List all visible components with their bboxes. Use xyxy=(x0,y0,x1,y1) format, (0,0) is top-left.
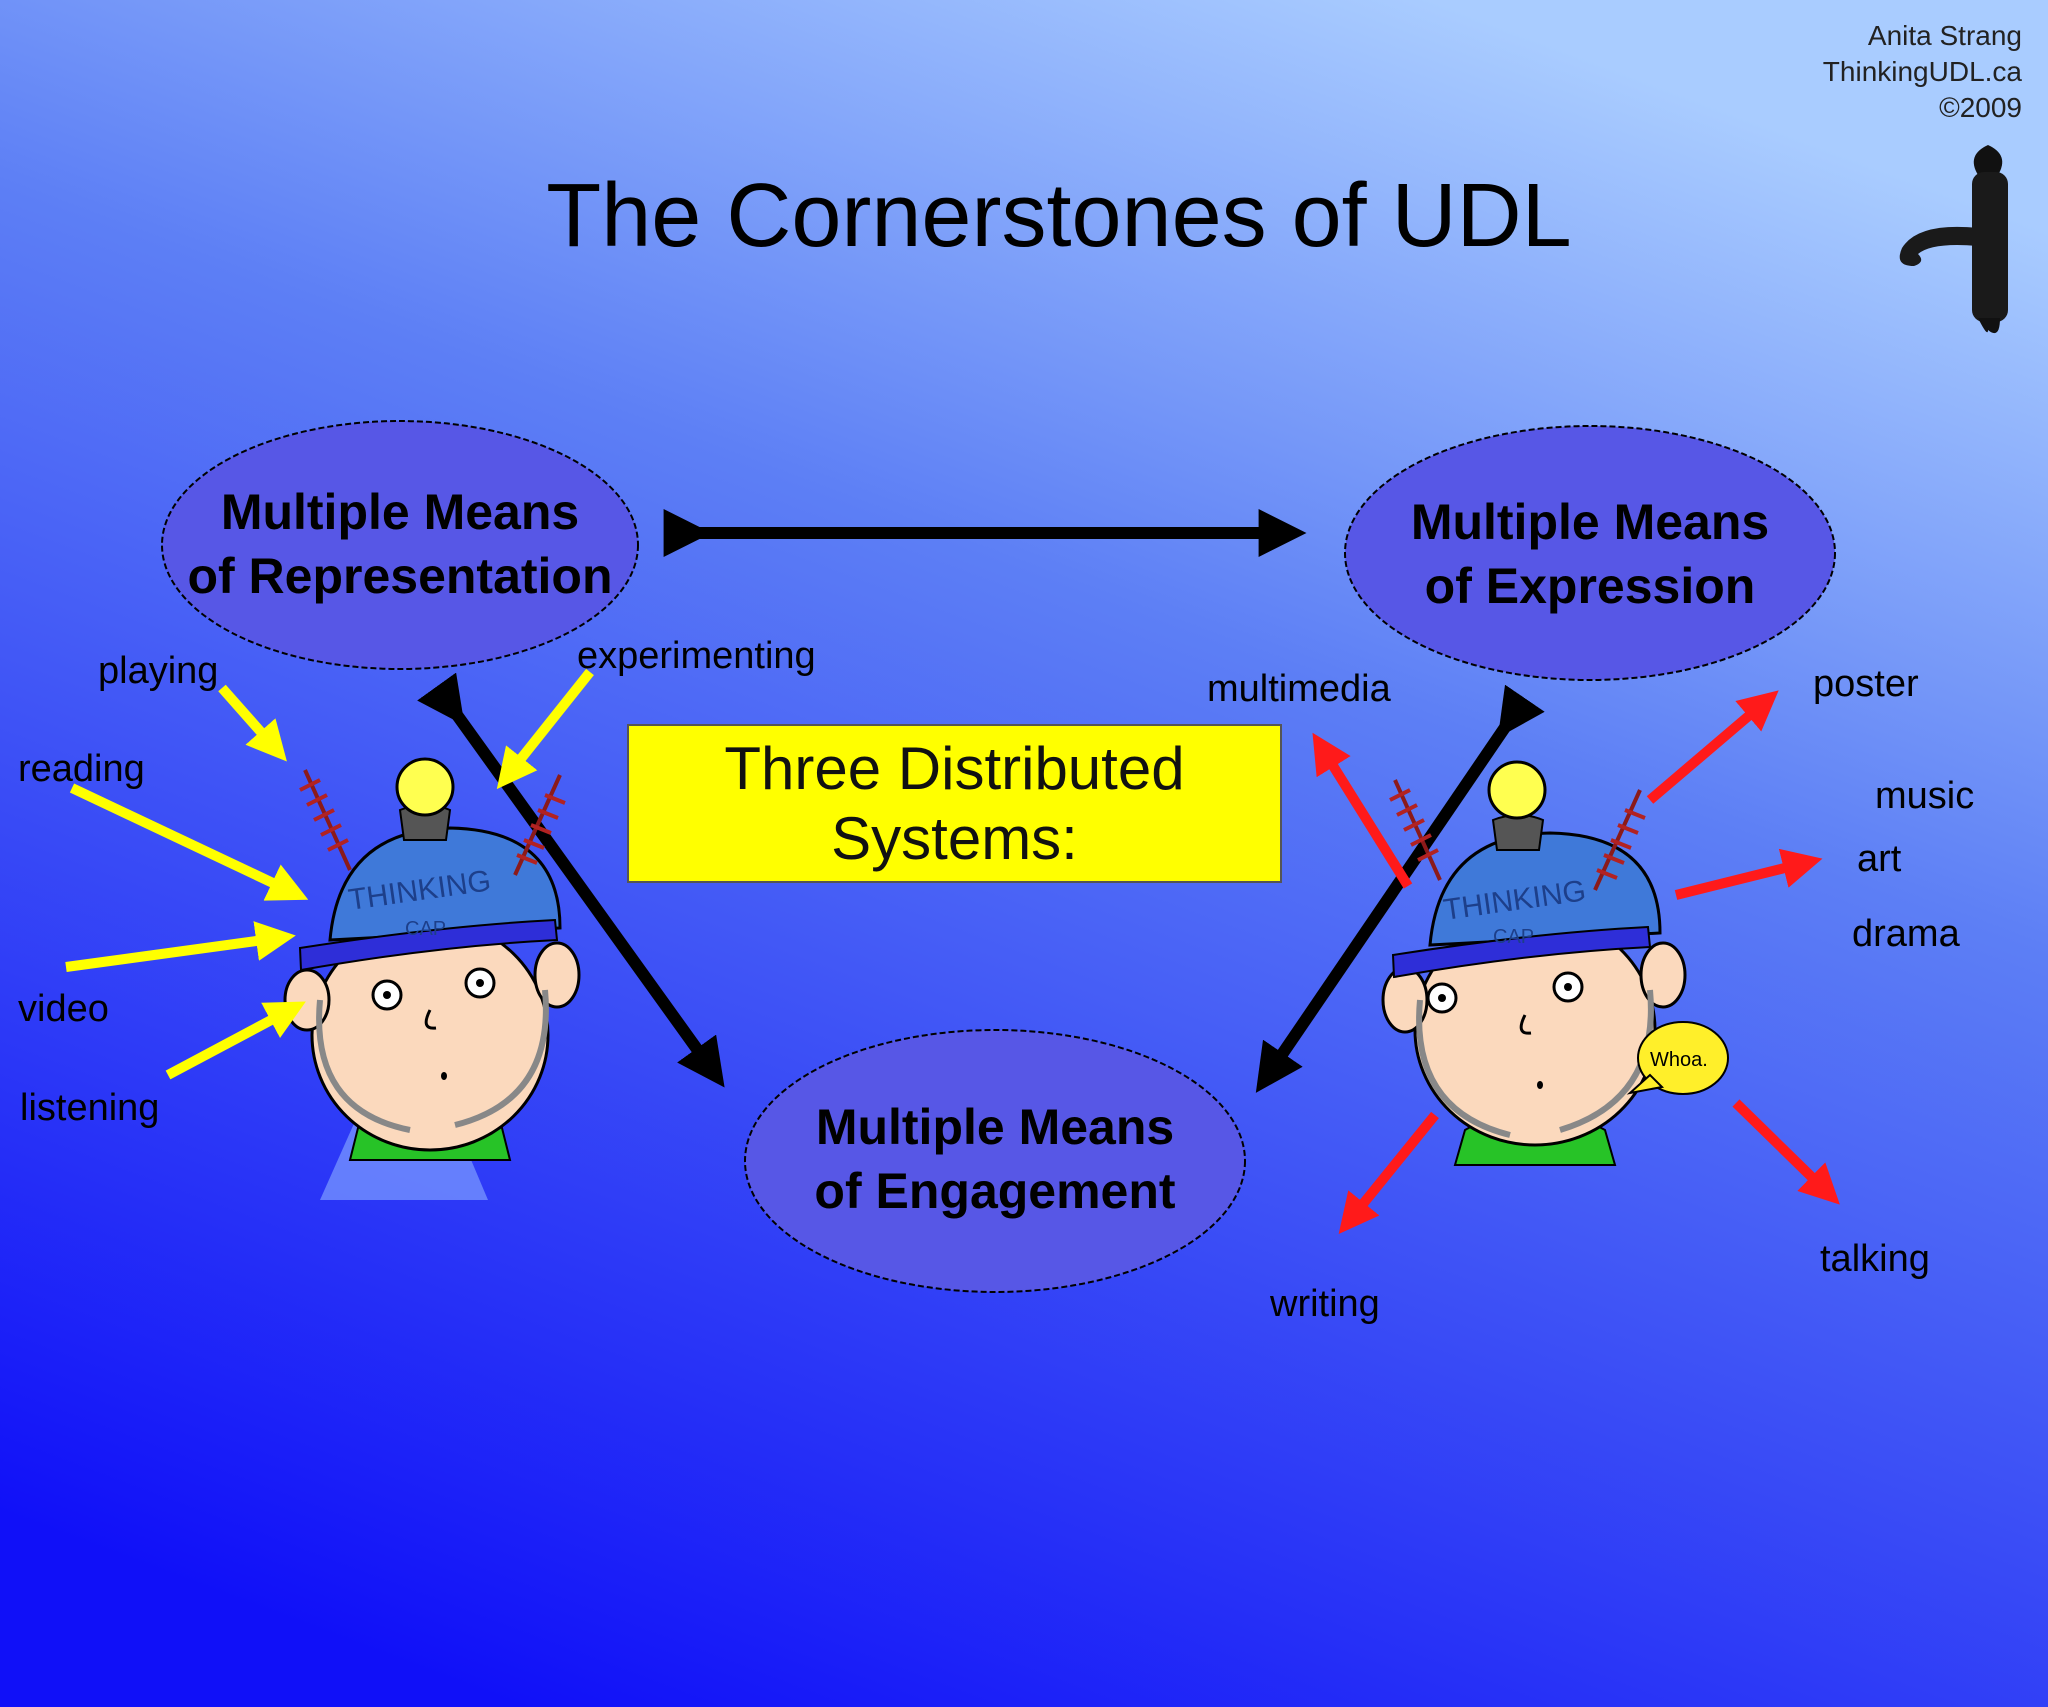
word-poster: poster xyxy=(1813,663,1919,705)
copyright-year: ©2009 xyxy=(1939,92,2022,123)
oval-expression-line2: of Expression xyxy=(1424,558,1756,614)
door-handle-icon xyxy=(1899,145,2008,334)
oval-expression-label: Multiple Means of Expression xyxy=(1360,490,1820,618)
three-systems-line2: Systems: xyxy=(831,804,1078,872)
thinking-cap-kid-left: THINKING CAP xyxy=(283,757,581,1200)
author-website: ThinkingUDL.ca xyxy=(1822,56,2022,87)
word-art: art xyxy=(1857,838,1902,880)
speech-bubble-text: Whoa. xyxy=(1650,1049,1708,1071)
arrow-expression-engagement xyxy=(1255,684,1545,1093)
three-systems-line1: Three Distributed xyxy=(724,734,1185,802)
word-reading: reading xyxy=(18,748,145,790)
word-drama: drama xyxy=(1852,913,1960,955)
oval-engagement-label: Multiple Means of Engagement xyxy=(770,1095,1220,1223)
word-experimenting: experimenting xyxy=(577,635,816,677)
oval-engagement-line2: of Engagement xyxy=(814,1163,1176,1219)
cap-sublabel-left: CAP xyxy=(405,918,446,940)
oval-representation-line2: of Representation xyxy=(187,548,613,604)
author-credit: Anita Strang ThinkingUDL.ca ©2009 xyxy=(1823,18,2022,126)
oval-engagement-line1: Multiple Means xyxy=(815,1099,1175,1155)
oval-expression-line1: Multiple Means xyxy=(1410,494,1770,550)
arrow-representation-engagement xyxy=(417,672,725,1088)
word-music: music xyxy=(1875,775,1975,817)
word-video: video xyxy=(18,988,109,1030)
oval-expression xyxy=(1344,425,1836,681)
output-arrows xyxy=(1312,690,1840,1234)
word-writing: writing xyxy=(1270,1283,1380,1325)
cap-sublabel-right: CAP xyxy=(1493,926,1534,948)
author-name: Anita Strang xyxy=(1867,20,2022,51)
word-multimedia: multimedia xyxy=(1207,668,1391,710)
oval-representation xyxy=(161,420,639,670)
three-systems-box: Three Distributed Systems: xyxy=(627,724,1282,883)
thinking-cap-kid-right: THINKING CAP Whoa. xyxy=(1381,760,1729,1166)
oval-representation-line1: Multiple Means xyxy=(220,484,580,540)
oval-engagement xyxy=(744,1029,1246,1293)
word-playing: playing xyxy=(98,650,219,692)
speech-bubble xyxy=(1637,1021,1729,1095)
slide-title: The Cornerstones of UDL xyxy=(546,166,1572,266)
word-talking: talking xyxy=(1820,1238,1930,1280)
input-arrows xyxy=(65,668,594,1080)
word-listening: listening xyxy=(20,1087,160,1129)
oval-representation-label: Multiple Means of Representation xyxy=(172,480,628,608)
